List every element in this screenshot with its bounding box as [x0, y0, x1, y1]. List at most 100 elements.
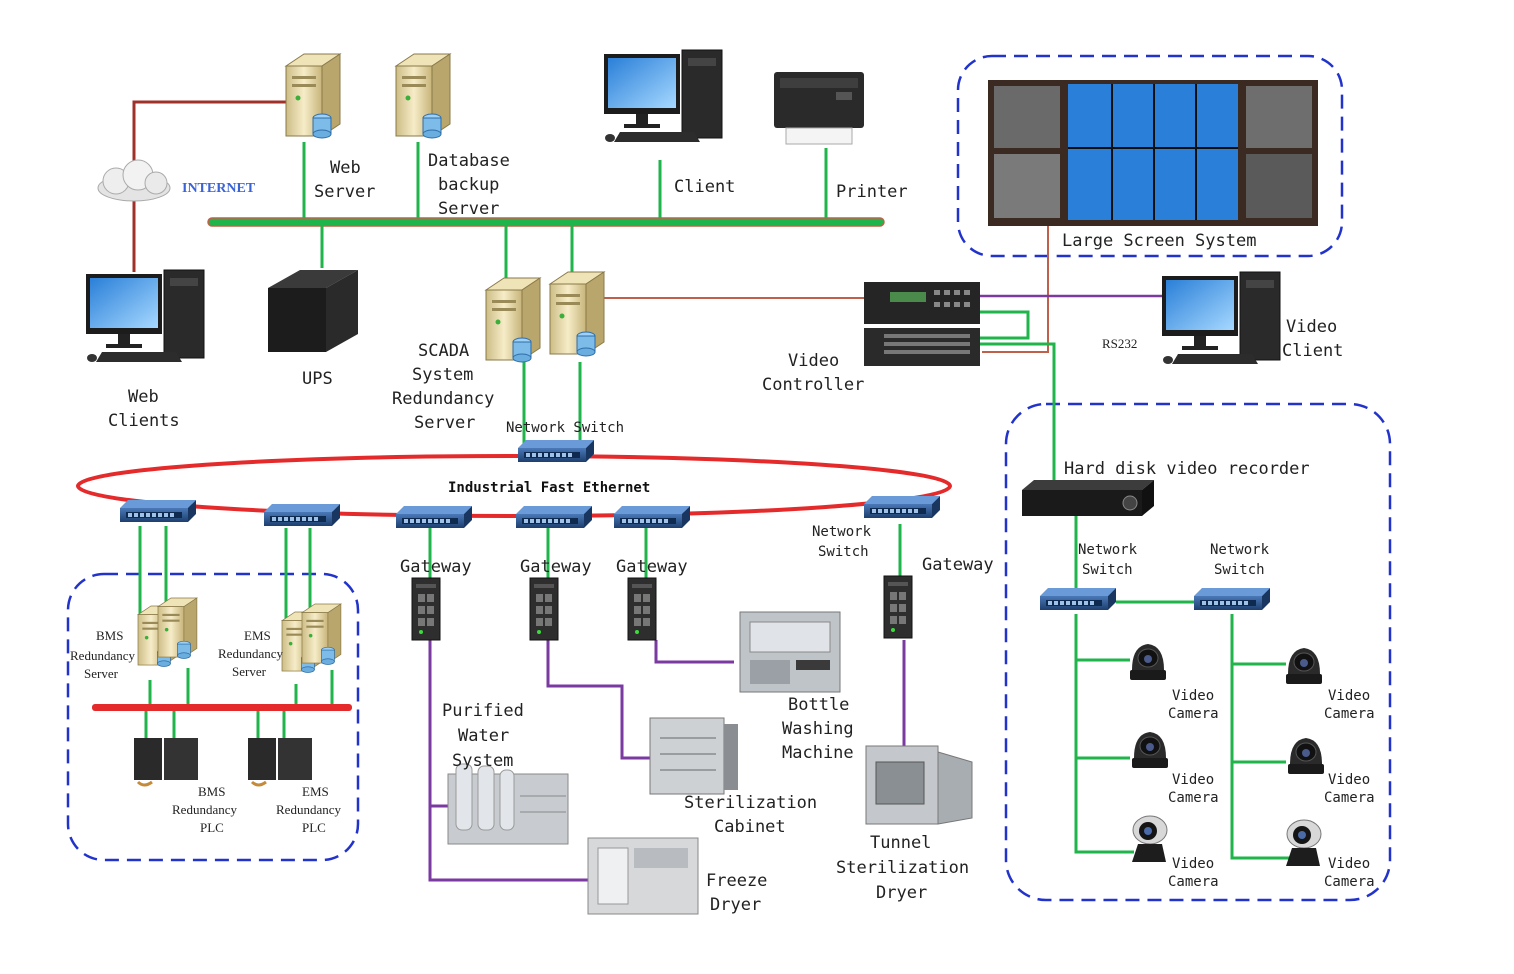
large-screen-label: Large Screen System	[1062, 231, 1256, 251]
tunnel-dryer-label-1: Tunnel	[870, 833, 931, 853]
sterilization-cabinet-icon	[649, 717, 738, 795]
freeze-dryer-label-2: Dryer	[710, 895, 761, 915]
bottle-washing-label-3: Machine	[782, 743, 854, 763]
web-server-label-2: Server	[314, 182, 375, 202]
web-server-icon	[285, 53, 341, 139]
video-camera-1-icon	[1129, 643, 1167, 681]
camera-switch-1-icon	[1040, 588, 1116, 610]
web-clients-pc-icon	[85, 269, 205, 363]
web-clients-label-2: Clients	[108, 411, 180, 431]
large-screen-icon	[988, 80, 1318, 226]
scada-label-2: System	[412, 365, 473, 385]
scada-server-1-icon	[485, 277, 541, 363]
sterilization-cabinet-label-1: Sterilization	[684, 793, 817, 813]
video-camera-5-icon	[1131, 815, 1168, 863]
ems-server-2-icon	[301, 603, 342, 665]
ems-server-label-2: Redundancy	[218, 646, 283, 661]
internet-line	[132, 100, 286, 272]
sterilization-cabinet-label-2: Cabinet	[714, 817, 786, 837]
web-clients-label-1: Web	[128, 387, 159, 407]
purified-water-label-3: System	[452, 751, 513, 771]
camera-switch-1-label-2: Switch	[1082, 562, 1133, 578]
freeze-dryer-icon	[587, 837, 699, 915]
industrial-ethernet-label: Industrial Fast Ethernet	[448, 480, 650, 496]
gateway-links	[428, 524, 902, 580]
tunnel-dryer-label-2: Sterilization	[836, 858, 969, 878]
scada-label-3: Redundancy	[392, 389, 494, 409]
scada-server-2-icon	[549, 271, 605, 357]
ring-switch-1-icon	[120, 500, 196, 522]
tunnel-dryer-label-3: Dryer	[876, 883, 927, 903]
bms-server-label-3: Server	[84, 666, 119, 681]
video-camera-4-icon	[1287, 737, 1325, 775]
video-surveillance-group-border	[1004, 402, 1392, 902]
video-camera-4-label-2: Camera	[1324, 790, 1375, 806]
video-controller-label-1: Video	[788, 351, 839, 371]
gateway-1-label: Gateway	[400, 557, 472, 577]
purified-water-system-icon	[447, 763, 569, 845]
database-label-1: Database	[428, 151, 510, 171]
ems-server-label-1: EMS	[244, 628, 271, 643]
main-network-switch-label: Network Switch	[506, 420, 624, 436]
video-camera-5-label-1: Video	[1172, 856, 1214, 872]
ring-switch-4-icon	[516, 506, 592, 528]
video-camera-3-label-1: Video	[1172, 772, 1214, 788]
bms-ems-group-border	[66, 572, 360, 862]
purified-water-label-2: Water	[458, 726, 509, 746]
industrial-ethernet-ring	[76, 454, 952, 518]
video-camera-6-label-2: Camera	[1324, 874, 1375, 890]
video-camera-6-label-1: Video	[1328, 856, 1370, 872]
gateway-3-label: Gateway	[616, 557, 688, 577]
gateway-2-label: Gateway	[520, 557, 592, 577]
camera-switch-2-label-1: Network	[1210, 542, 1270, 558]
screen-controller-link	[982, 226, 1049, 353]
client-label: Client	[674, 177, 735, 197]
ems-plc-icon	[248, 738, 312, 787]
controller-recorder-link	[980, 342, 1056, 486]
ems-plc-label-2: Redundancy	[276, 802, 341, 817]
printer-label: Printer	[836, 182, 908, 202]
video-client-label-2: Client	[1282, 341, 1343, 361]
web-server-label-1: Web	[330, 158, 361, 178]
video-camera-2-label-1: Video	[1328, 688, 1370, 704]
gateway-3-icon	[627, 577, 657, 641]
bms-plc-label-1: BMS	[198, 784, 225, 799]
hard-disk-recorder-label: Hard disk video recorder	[1064, 459, 1310, 479]
rs232-label: RS232	[1102, 336, 1137, 351]
video-camera-5-label-2: Camera	[1168, 874, 1219, 890]
ring-switch-6-label-1: Network	[812, 524, 872, 540]
video-camera-3-label-2: Camera	[1168, 790, 1219, 806]
hard-disk-recorder-icon	[1022, 480, 1154, 516]
bms-server-label-2: Redundancy	[70, 648, 135, 663]
video-client-label-1: Video	[1286, 317, 1337, 337]
video-camera-2-label-2: Camera	[1324, 706, 1375, 722]
ems-plc-label-3: PLC	[302, 820, 326, 835]
cloud-icon	[97, 159, 171, 202]
gateway-2-icon	[529, 577, 559, 641]
video-camera-2-icon	[1285, 647, 1323, 685]
ring-switch-2-icon	[264, 504, 340, 526]
video-controller-icon	[864, 282, 980, 366]
ring-switch-3-icon	[396, 506, 472, 528]
ems-server-label-3: Server	[232, 664, 267, 679]
bms-plc-icon	[134, 738, 198, 787]
purified-water-label-1: Purified	[442, 701, 524, 721]
database-label-2: backup	[438, 175, 499, 195]
ems-plc-label-1: EMS	[302, 784, 329, 799]
bottle-washing-label-1: Bottle	[788, 695, 849, 715]
ring-switch-6-label-2: Switch	[818, 544, 869, 560]
bms-server-2-icon	[157, 597, 198, 659]
video-controller-label-2: Controller	[762, 375, 864, 395]
video-camera-6-icon	[1285, 819, 1322, 867]
printer-icon	[774, 72, 864, 145]
gateway-4-label: Gateway	[922, 555, 994, 575]
scada-label-4: Server	[414, 413, 475, 433]
client-pc-icon	[603, 49, 723, 143]
database-server-icon	[395, 53, 451, 139]
bms-plc-label-2: Redundancy	[172, 802, 237, 817]
scada-label-1: SCADA	[418, 341, 469, 361]
video-camera-3-icon	[1131, 731, 1169, 769]
ups-label: UPS	[302, 369, 333, 389]
bottle-washing-machine-icon	[739, 611, 841, 693]
